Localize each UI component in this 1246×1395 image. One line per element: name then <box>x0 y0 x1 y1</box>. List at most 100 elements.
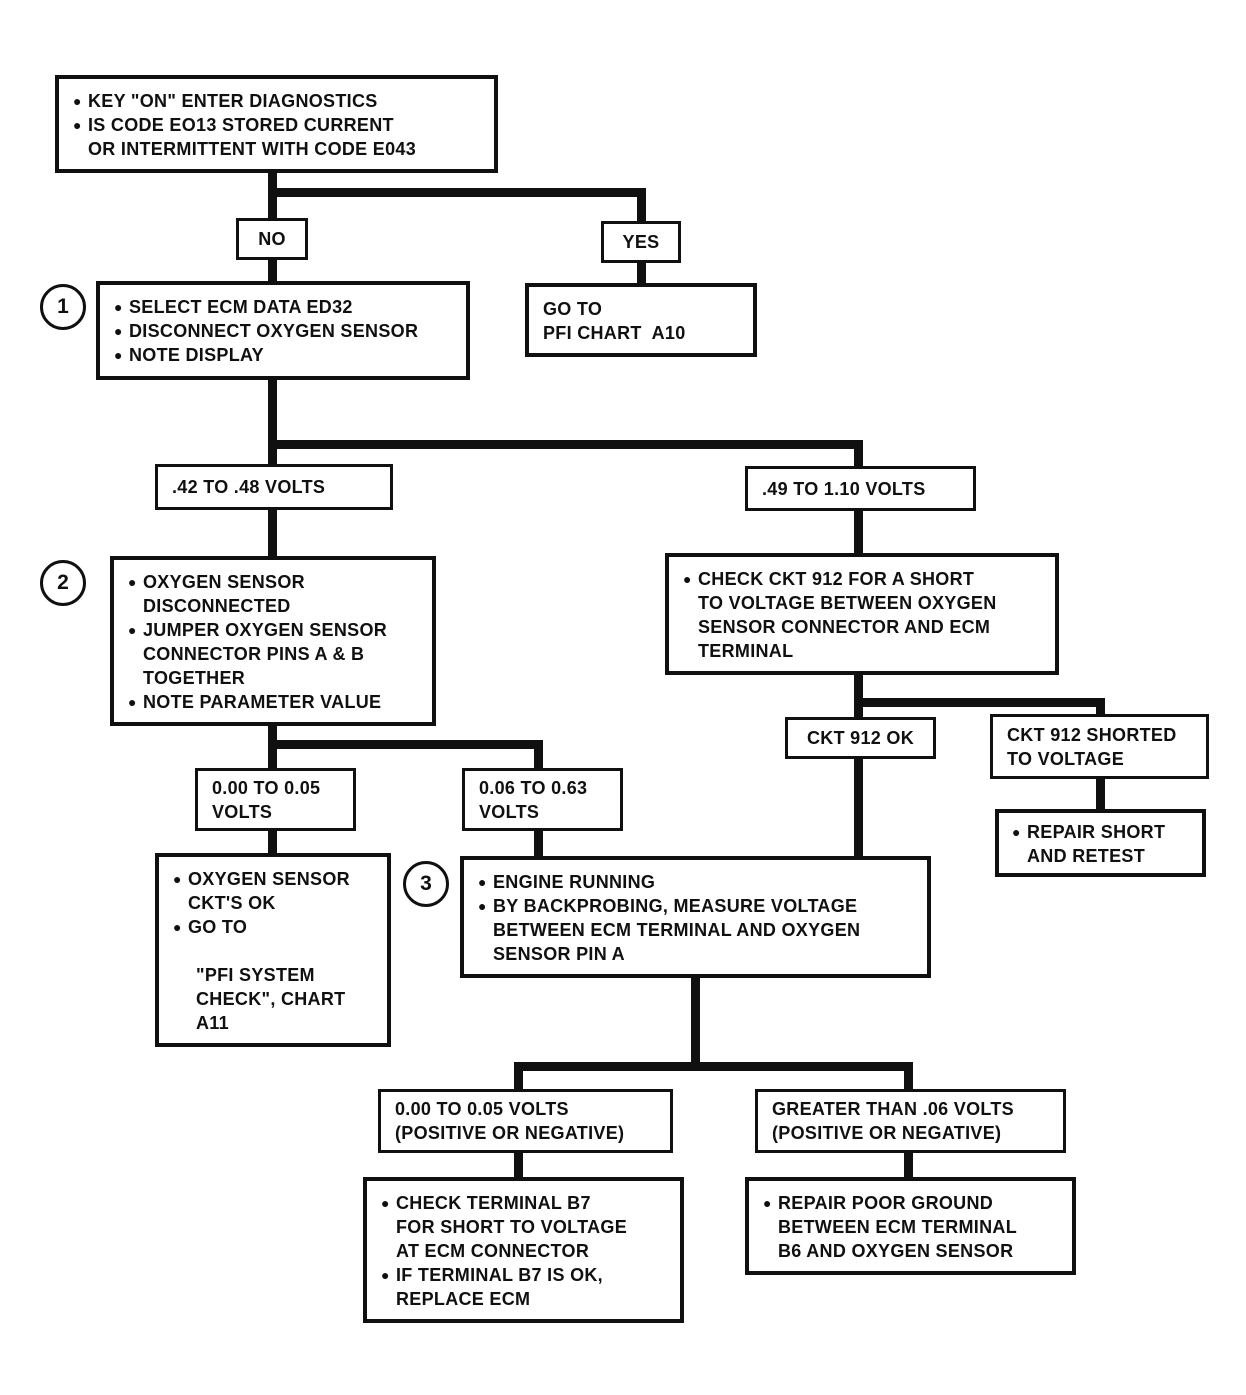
text-line: GO TO <box>188 917 248 937</box>
connector-line <box>268 164 277 196</box>
connector-line <box>637 188 646 223</box>
step-2-badge: 2 <box>40 560 86 606</box>
connector-line <box>637 260 646 286</box>
text-line: OXYGEN SENSOR <box>143 572 305 592</box>
bullet-icon: ● <box>683 571 692 587</box>
list-item: ● OXYGEN SENSOR DISCONNECTED <box>128 570 420 618</box>
text-line: CHECK CKT 912 FOR A SHORT <box>698 569 975 589</box>
step-2-box: ● OXYGEN SENSOR DISCONNECTED ● JUMPER OX… <box>110 556 436 726</box>
step-1-badge: 1 <box>40 284 86 330</box>
text-line: VOLTS <box>212 801 273 822</box>
step-3-badge: 3 <box>403 861 449 907</box>
list-item: ● IF TERMINAL B7 IS OK, REPLACE ECM <box>381 1263 668 1311</box>
text-line: BETWEEN ECM TERMINAL AND OXYGEN <box>493 920 861 940</box>
connector-line <box>854 698 863 720</box>
text-line: CKT'S OK <box>188 893 276 913</box>
text-line: OXYGEN SENSOR <box>188 869 350 889</box>
bullet-icon: ● <box>73 117 82 133</box>
list-item: ● SELECT ECM DATA ED32 <box>114 295 454 319</box>
text-line: CHECK", CHART <box>196 989 346 1009</box>
connector-line <box>854 669 863 707</box>
connector-line <box>268 188 646 197</box>
bullet-icon: ● <box>73 93 82 109</box>
text-line: DISCONNECTED <box>143 596 291 616</box>
text-line: A11 <box>196 1013 229 1033</box>
start-box: ● KEY "ON" ENTER DIAGNOSTICS ● IS CODE E… <box>55 75 498 173</box>
bullet-icon: ● <box>381 1195 390 1211</box>
list-item: ● JUMPER OXYGEN SENSOR CONNECTOR PINS A … <box>128 618 420 690</box>
list-item: ● IS CODE EO13 STORED CURRENT OR INTERMI… <box>73 113 482 161</box>
connector-line <box>1096 698 1105 717</box>
connector-line <box>268 828 277 856</box>
repair-poor-ground-box: ● REPAIR POOR GROUND BETWEEN ECM TERMINA… <box>745 1177 1076 1275</box>
text-line: CONNECTOR PINS A & B <box>143 644 365 664</box>
list-item: ● CHECK CKT 912 FOR A SHORT TO VOLTAGE B… <box>683 567 1043 663</box>
connector-line <box>534 828 543 859</box>
text-line: .42 TO .48 VOLTS <box>172 477 326 497</box>
text-line: TERMINAL <box>698 641 794 661</box>
bullet-icon: ● <box>478 874 487 890</box>
ckt912-ok-label: CKT 912 OK <box>785 717 936 759</box>
bullet-icon: ● <box>478 898 487 914</box>
connector-line <box>534 740 543 771</box>
text-line: KEY "ON" ENTER DIAGNOSTICS <box>88 91 378 111</box>
connector-line <box>268 507 277 559</box>
text-line: 0.06 TO 0.63 <box>479 777 588 798</box>
ckt912-shorted-label: CKT 912 SHORTED TO VOLTAGE <box>990 714 1209 779</box>
text-line: FOR SHORT TO VOLTAGE <box>396 1217 627 1237</box>
text-line: SELECT ECM DATA ED32 <box>129 297 353 317</box>
volts-000-005-posneg-label: 0.00 TO 0.05 VOLTS (POSITIVE OR NEGATIVE… <box>378 1089 673 1153</box>
oxygen-sensor-ok-box: ● OXYGEN SENSOR CKT'S OK ● GO TO "PFI SY… <box>155 853 391 1047</box>
volts-006-063-label: 0.06 TO 0.63 VOLTS <box>462 768 623 831</box>
text-line: BY BACKPROBING, MEASURE VOLTAGE <box>493 896 858 916</box>
connector-line <box>854 698 1105 707</box>
text-line: IS CODE EO13 STORED CURRENT <box>88 115 394 135</box>
connector-line <box>268 188 277 220</box>
volts-49-110-label: .49 TO 1.10 VOLTS <box>745 466 976 511</box>
bullet-icon: ● <box>114 347 123 363</box>
bullet-icon: ● <box>128 694 137 710</box>
text-line: TOGETHER <box>143 668 246 688</box>
text-line: TO VOLTAGE BETWEEN OXYGEN <box>698 593 997 613</box>
connector-line <box>268 257 277 284</box>
list-item: ● DISCONNECT OXYGEN SENSOR <box>114 319 454 343</box>
bullet-icon: ● <box>114 299 123 315</box>
list-item: ● ENGINE RUNNING <box>478 870 915 894</box>
list-item: ● OXYGEN SENSOR CKT'S OK <box>173 867 375 915</box>
connector-line <box>268 377 277 469</box>
greater-06-volts-label: GREATER THAN .06 VOLTS (POSITIVE OR NEGA… <box>755 1089 1066 1153</box>
list-item: ● KEY "ON" ENTER DIAGNOSTICS <box>73 89 482 113</box>
bullet-icon: ● <box>381 1267 390 1283</box>
connector-line <box>268 740 543 749</box>
text-line: (POSITIVE OR NEGATIVE) <box>772 1123 1002 1143</box>
text-line: JUMPER OXYGEN SENSOR <box>143 620 388 640</box>
check-ckt912-box: ● CHECK CKT 912 FOR A SHORT TO VOLTAGE B… <box>665 553 1059 675</box>
connector-line <box>904 1062 913 1092</box>
chart-reference: "PFI SYSTEM CHECK", CHART A11 <box>196 963 375 1035</box>
list-item: ● GO TO <box>173 915 375 939</box>
connector-line <box>514 1150 523 1180</box>
no-label: NO <box>236 218 308 260</box>
step-3-box: ● ENGINE RUNNING ● BY BACKPROBING, MEASU… <box>460 856 931 978</box>
text-line: GREATER THAN .06 VOLTS <box>772 1099 1014 1119</box>
connector-line <box>691 970 700 1070</box>
text-line: CHECK TERMINAL B7 <box>396 1193 591 1213</box>
text-line: "PFI SYSTEM <box>196 965 315 985</box>
text-line: AT ECM CONNECTOR <box>396 1241 590 1261</box>
list-item: ● REPAIR POOR GROUND BETWEEN ECM TERMINA… <box>763 1191 1060 1263</box>
text-line: SENSOR CONNECTOR AND ECM <box>698 617 991 637</box>
text-line: OR INTERMITTENT WITH CODE E043 <box>88 139 417 159</box>
bullet-icon: ● <box>114 323 123 339</box>
bullet-icon: ● <box>128 622 137 638</box>
text-line: PFI CHART A10 <box>543 323 686 343</box>
bullet-icon: ● <box>173 871 182 887</box>
text-line: AND RETEST <box>1027 846 1146 866</box>
connector-line <box>904 1150 913 1180</box>
check-terminal-b7-box: ● CHECK TERMINAL B7 FOR SHORT TO VOLTAGE… <box>363 1177 684 1323</box>
connector-line <box>268 440 863 449</box>
spacer <box>173 939 375 963</box>
text-line: 0.00 TO 0.05 <box>212 777 321 798</box>
text-line: GO TO <box>543 299 603 319</box>
list-item: ● CHECK TERMINAL B7 FOR SHORT TO VOLTAGE… <box>381 1191 668 1263</box>
volts-42-48-label: .42 TO .48 VOLTS <box>155 464 393 510</box>
